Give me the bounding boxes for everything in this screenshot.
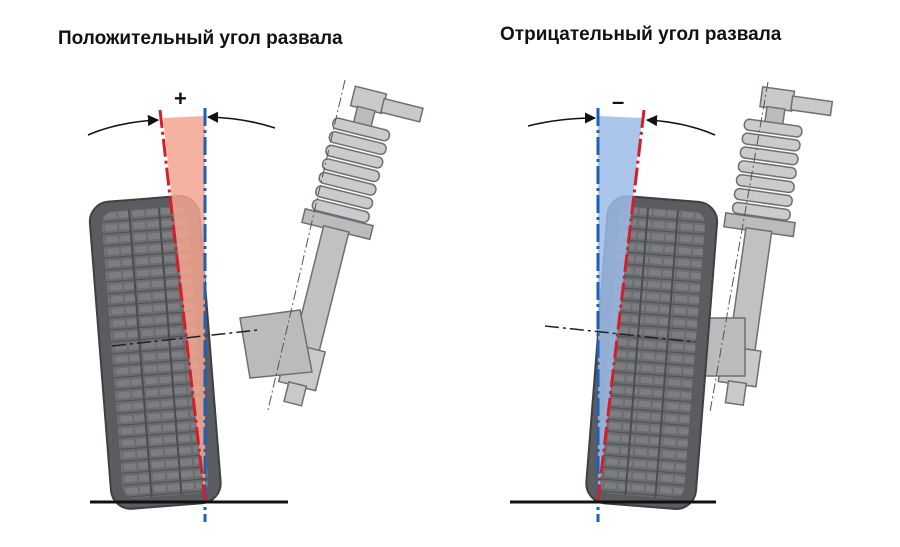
steering-knuckle-left	[239, 309, 313, 379]
negative-camber-diagram	[510, 81, 834, 522]
wheel-axis-right	[596, 109, 646, 501]
coil-spring-left	[311, 117, 391, 223]
strut-axis-right	[709, 81, 769, 413]
camber-arc-right-outer	[206, 111, 276, 129]
positive-sign: +	[174, 86, 187, 111]
camber-arc-left-outer	[87, 114, 160, 136]
hub-axis-line-right	[544, 325, 696, 343]
wheel-axis-left	[158, 109, 207, 501]
negative-sign: –	[612, 89, 625, 114]
coil-spring-right	[731, 118, 803, 221]
strut-assembly-left	[277, 85, 424, 407]
strut-axis-left	[267, 79, 346, 411]
camber-arc-right-outer-neg	[645, 114, 716, 136]
camber-arc-left-outer-neg	[527, 112, 597, 127]
positive-camber-diagram	[87, 79, 424, 522]
negative-camber-title: Отрицательный угол развала	[500, 24, 782, 45]
positive-camber-title: Положительный угол развала	[58, 28, 343, 49]
